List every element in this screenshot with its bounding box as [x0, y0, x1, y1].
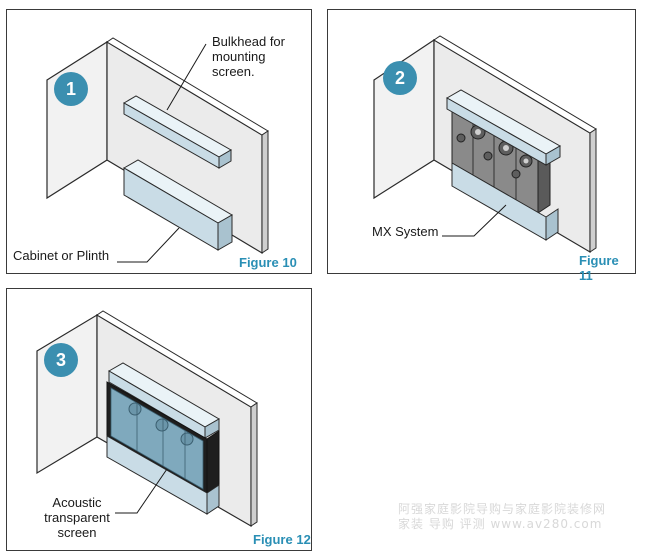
figure-label: Figure 12 [253, 532, 311, 547]
bulkhead-callout-line: mounting [212, 49, 266, 64]
figure-label: Figure 11 [579, 253, 619, 283]
watermark-line: 阿强家庭影院导购与家庭影院装修网 [398, 502, 607, 516]
figure-10-illustration [46, 37, 269, 263]
step-number-badge: 1 [54, 72, 88, 106]
cabinet-callout: Cabinet or Plinth [13, 248, 110, 263]
acoustic-screen [106, 381, 220, 494]
screen-callout-line: Acoustic [52, 495, 102, 510]
cabinet-box [123, 159, 233, 251]
step-number-badge: 2 [383, 61, 417, 95]
figure-12-illustration [36, 310, 258, 528]
screen-callout-line: screen [57, 525, 97, 540]
figure-10-panel: 1 Bulkhead for mounting screen. Cabinet … [6, 9, 312, 274]
bulkhead-leader [166, 43, 207, 111]
bulkhead-callout: Bulkhead for mounting screen. [212, 34, 285, 79]
figure-12-panel: 3 Acoustic transparent screen Figure 12 [6, 288, 312, 551]
bulkhead-callout-line: Bulkhead for [212, 34, 285, 49]
mx-system-array [451, 101, 551, 214]
bulkhead-box [122, 95, 233, 169]
bulkhead-callout-line: screen. [212, 64, 255, 79]
screen-leader [115, 468, 168, 514]
figure-label: Figure 10 [239, 255, 297, 270]
step-number-badge: 3 [44, 343, 78, 377]
mx-system-leader [442, 204, 507, 237]
screen-callout-line: transparent [44, 510, 110, 525]
figure-11-panel: 2 MX System Figure 11 [327, 9, 636, 283]
watermark-line: 家装 导购 评测 www.av280.com [398, 517, 603, 531]
mx-system-callout: MX System [372, 224, 439, 239]
screen-callout: Acoustic transparent screen [39, 495, 115, 540]
cabinet-leader [117, 227, 180, 263]
site-watermark: 阿强家庭影院导购与家庭影院装修网 家装 导购 评测 www.av280.com [398, 502, 606, 532]
